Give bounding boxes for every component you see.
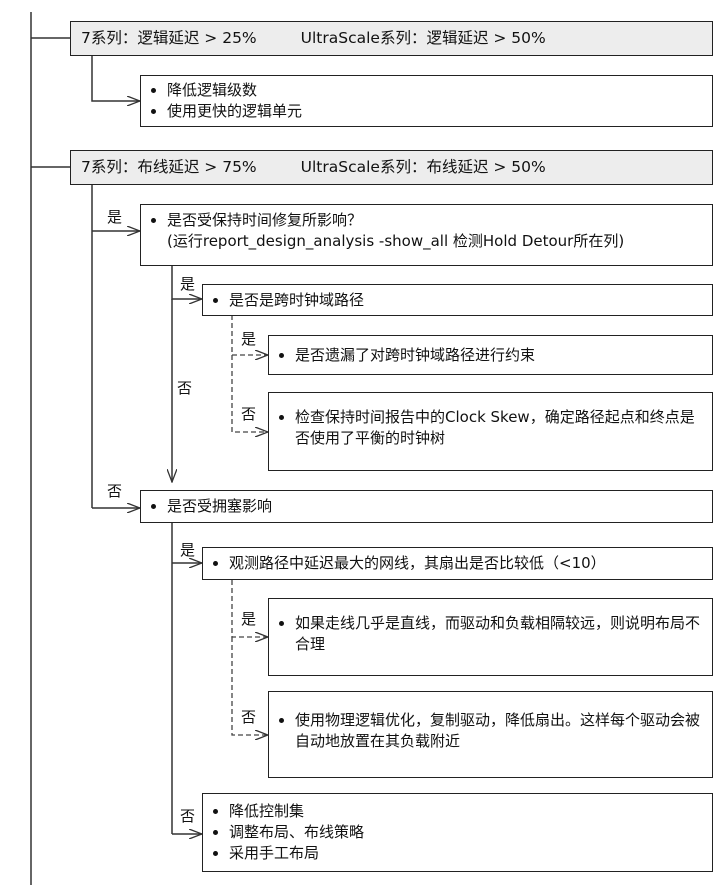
label-no-hold: 否 <box>177 379 193 397</box>
fanout-question-text: 观测路径中延迟最大的网线，其扇出是否比较低（<10） <box>229 553 712 574</box>
label-yes-fanout: 是 <box>180 541 196 559</box>
list-item: 采用手工布局 <box>229 843 712 864</box>
dashed-arrow-fanout-no <box>231 637 268 735</box>
label-yes-cdc-constraint: 是 <box>241 330 257 348</box>
arrow-header1-to-logic <box>91 53 140 101</box>
header-routing-delay: 7系列：布线延迟 > 75% UltraScale系列：布线延迟 > 50% <box>70 150 713 185</box>
box-cdc-no: 检查保持时间报告中的Clock Skew，确定路径起点和终点是否使用了平衡的时钟… <box>268 392 713 471</box>
cdc-yes-text: 是否遗漏了对跨时钟域路径进行约束 <box>295 345 712 366</box>
label-no-congestion: 否 <box>107 482 123 500</box>
fanout-yes-text: 如果走线几乎是直线，而驱动和负载相隔较远，则说明布局不合理 <box>295 613 704 655</box>
fanout-no-text: 使用物理逻辑优化，复制驱动，降低扇出。这样每个驱动会被自动地放置在其负载附近 <box>295 710 704 752</box>
box-cdc-yes: 是否遗漏了对跨时钟域路径进行约束 <box>268 335 713 375</box>
box-fanout-no: 使用物理逻辑优化，复制驱动，降低扇出。这样每个驱动会被自动地放置在其负载附近 <box>268 691 713 778</box>
label-no-phys-opt: 否 <box>241 708 257 726</box>
header-logic-delay: 7系列：逻辑延迟 > 25% UltraScale系列：逻辑延迟 > 50% <box>70 21 713 56</box>
list-item: 调整布局、布线策略 <box>229 822 712 843</box>
header2-7series: 7系列：布线延迟 > 75% <box>81 158 257 176</box>
list-item: 降低逻辑级数 <box>167 80 712 101</box>
header1-ultrascale: UltraScale系列：逻辑延迟 > 50% <box>300 29 546 47</box>
dashed-arrow-cdc-no <box>231 355 268 432</box>
box-fanout-question: 观测路径中延迟最大的网线，其扇出是否比较低（<10） <box>202 547 713 580</box>
list-item: 使用更快的逻辑单元 <box>167 101 712 122</box>
dashed-arrow-fanout-yes <box>231 580 268 637</box>
box-cdc-question: 是否是跨时钟域路径 <box>202 284 713 316</box>
box-logic-actions: 降低逻辑级数 使用更快的逻辑单元 <box>140 75 713 127</box>
box-fanout-yes: 如果走线几乎是直线，而驱动和负载相隔较远，则说明布局不合理 <box>268 598 713 676</box>
box-congestion-no-actions: 降低控制集 调整布局、布线策略 采用手工布局 <box>202 793 713 872</box>
hold-question-line2: (运行report_design_analysis -show_all 检测Ho… <box>167 232 625 250</box>
list-item: 降低控制集 <box>229 801 712 822</box>
label-yes-hold: 是 <box>107 208 123 226</box>
header1-7series: 7系列：逻辑延迟 > 25% <box>81 29 257 47</box>
box-congestion-question: 是否受拥塞影响 <box>140 490 713 523</box>
label-no-control-set: 否 <box>180 807 196 825</box>
congestion-question-text: 是否受拥塞影响 <box>167 496 712 517</box>
hold-question-line1: 是否受保持时间修复所影响？ <box>167 210 712 231</box>
label-yes-cdc: 是 <box>180 275 196 293</box>
label-yes-straight: 是 <box>241 610 257 628</box>
cdc-question-text: 是否是跨时钟域路径 <box>229 290 712 311</box>
cdc-no-text: 检查保持时间报告中的Clock Skew，确定路径起点和终点是否使用了平衡的时钟… <box>295 407 704 449</box>
label-no-cdc-skew: 否 <box>241 405 257 423</box>
box-hold-question: 是否受保持时间修复所影响？ (运行report_design_analysis … <box>140 204 713 266</box>
header2-ultrascale: UltraScale系列：布线延迟 > 50% <box>300 158 546 176</box>
